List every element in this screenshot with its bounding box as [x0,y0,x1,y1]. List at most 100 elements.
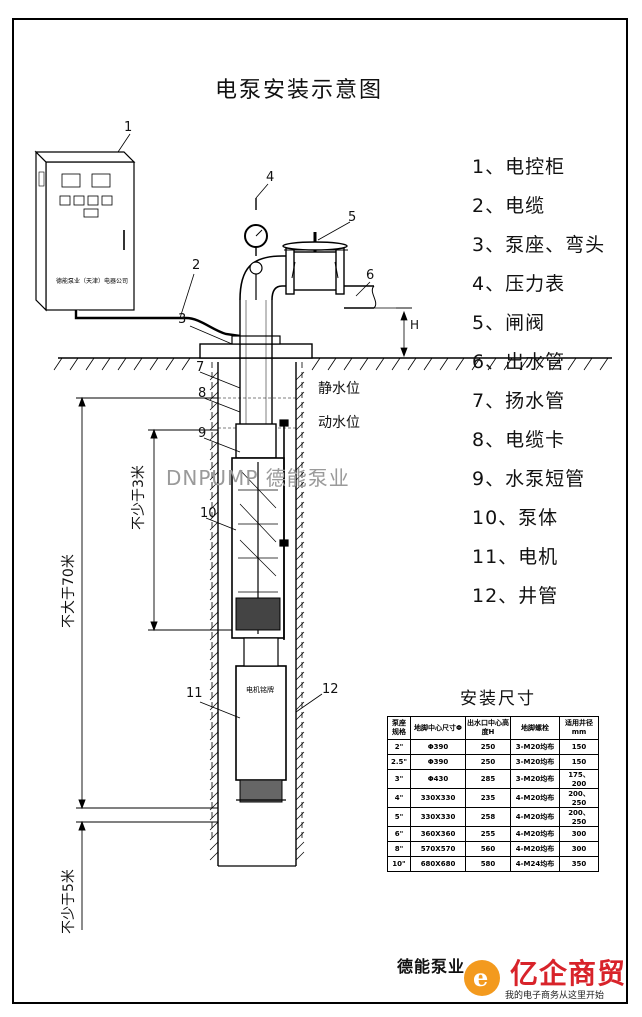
legend-item-cable: 2、电缆 [472,195,546,217]
table-cell: 4-M20均布 [510,788,560,808]
power-cable [74,310,241,338]
legend-item-pressure-gauge: 4、压力表 [472,273,566,295]
table-cell: 255 [465,826,511,842]
ground-hatch [53,357,609,371]
table-cell: 285 [465,769,511,789]
leader-lines [117,133,371,719]
table-cell: 200、250 [559,807,599,827]
table-cell: 10" [387,856,411,872]
table-cell: 4-M20均布 [510,826,560,842]
table-cell: Φ430 [410,769,466,789]
legend-item-control-cabinet: 1、电控柜 [472,156,566,178]
table-cell: 250 [465,739,511,755]
callout-8: 8 [198,386,207,401]
table-cell: 2" [387,739,411,755]
callout-10: 10 [200,506,217,521]
table-cell: 330X330 [410,788,466,808]
header-cell: 适用井径mm [559,716,599,740]
legend-item-well-pipe: 12、井管 [472,585,559,607]
motor-nameplate-label: 电机铭牌 [246,685,274,695]
h-dimension [396,307,412,358]
max-70m-label: 不大于70米 [61,554,77,628]
table-cell: 150 [559,754,599,770]
table-cell: 250 [465,754,511,770]
min-5m-label: 不少于5米 [61,869,77,934]
table-cell: Φ390 [410,754,466,770]
table-cell: 150 [559,739,599,755]
static-water-level-label: 静水位 [318,381,360,397]
brand-logo-letter: e [473,963,489,992]
table-cell: 2.5" [387,754,411,770]
callout-3: 3 [178,312,187,327]
min-3m-label: 不少于3米 [131,465,147,530]
table-cell: 175、200 [559,769,599,789]
table-cell: 3-M20均布 [510,754,560,770]
table-cell: 4-M24均布 [510,856,560,872]
legend-item-short-pipe: 9、水泵短管 [472,468,586,490]
table-cell: 300 [559,826,599,842]
table-cell: 235 [465,788,511,808]
legend-item-outlet-pipe: 6、出水管 [472,351,566,373]
dynamic-water-level-label: 动水位 [318,415,360,431]
table-cell: 200、250 [559,788,599,808]
legend-item-riser-pipe: 7、扬水管 [472,390,566,412]
table-cell: 8" [387,841,411,857]
header-cell: 地脚中心尺寸Φ [410,716,466,740]
brand-logo-icon: e [464,960,500,996]
watermark: DNPUMP 德能泵业 [166,466,350,490]
callout-1: 1 [124,120,133,135]
legend-item-cable-clip: 8、电缆卡 [472,429,566,451]
installation-dimensions-table: 泵座规格 地脚中心尺寸Φ 出水口中心高度H 地脚螺栓 适用井径mm 2"Φ390… [387,716,599,872]
pump-short-pipe [235,423,277,459]
table-cell: 680X680 [410,856,466,872]
callout-6: 6 [366,268,375,283]
table-cell: 4-M20均布 [510,841,560,857]
table-cell: 4-M20均布 [510,807,560,827]
table-cell: 300 [559,841,599,857]
header-cell: 出水口中心高度H [465,716,511,740]
header-cell: 泵座规格 [387,716,411,740]
table-cell: 258 [465,807,511,827]
callout-7: 7 [196,360,205,375]
brand-slogan: 我的电子商务从这里开始 [505,991,605,1001]
pressure-gauge [244,198,268,300]
header-cell: 地脚螺栓 [510,716,560,740]
legend-item-motor: 11、电机 [472,546,559,568]
footer-company: 德能泵业 [397,957,466,976]
table-cell: 580 [465,856,511,872]
table-cell: 350 [559,856,599,872]
table-cell: 3-M20均布 [510,769,560,789]
table-cell: 570X570 [410,841,466,857]
riser-pipe [239,300,273,424]
legend-item-pump-base: 3、泵座、弯头 [472,234,606,256]
cabinet-brand-label: 德能泵业（天津）电器公司 [56,278,129,285]
drawing-frame [12,18,628,1004]
legend-item-gate-valve: 5、闸阀 [472,312,546,334]
brand-name: 亿企商贸 [510,957,627,990]
table-cell: 3" [387,769,411,789]
table-cell: 5" [387,807,411,827]
table-cell: 360X360 [410,826,466,842]
callout-4: 4 [266,170,275,185]
callout-5: 5 [348,210,357,225]
table-cell: Φ390 [410,739,466,755]
h-dimension-label: H [410,318,420,332]
table-title: 安装尺寸 [460,689,536,709]
table-cell: 3-M20均布 [510,739,560,755]
depth-dims [76,396,232,930]
table-cell: 6" [387,826,411,842]
table-cell: 330X330 [410,807,466,827]
table-cell: 4" [387,788,411,808]
legend-item-pump-body: 10、泵体 [472,507,559,529]
callout-12: 12 [322,682,339,697]
